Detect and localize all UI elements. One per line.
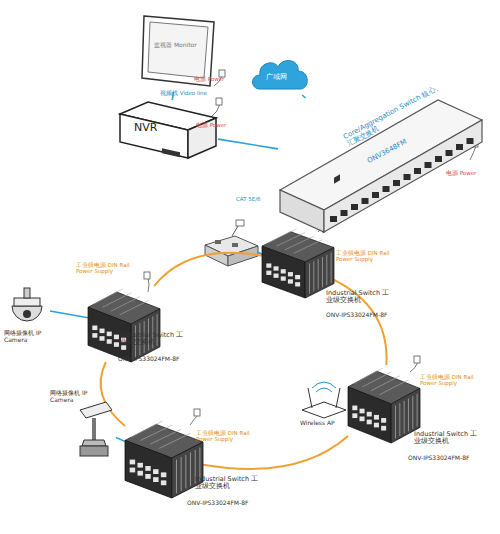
annotation-label: 工业级电源 DIN Rail Power Supply: [336, 250, 396, 263]
nvr-recorder-outline: [118, 100, 218, 162]
industrial-switch-outline: [262, 226, 334, 298]
annotation-label: 工业级电源 DIN Rail Power Supply: [196, 430, 256, 443]
node-label: 监视器 Monitor: [154, 42, 202, 49]
node-label: Wireless AP: [300, 420, 352, 427]
node-label: NVR: [134, 122, 174, 135]
core-switch: Core/Aggregation Switch 核心、汇聚交换机ONV3648F…: [278, 98, 483, 233]
wireless-ap-outline: [298, 380, 350, 424]
network-cable: [302, 95, 305, 98]
fiber-ring-link: [154, 253, 262, 286]
annotation-label: 工业级电源 DIN Rail Power Supply: [76, 262, 136, 275]
annotation-label: 工业级电源 DIN Rail Power Supply: [420, 374, 480, 387]
bullet-camera: 网络摄像机 IP Camera: [76, 400, 116, 458]
model-number: ONV-IPS33024FM-8F: [408, 455, 498, 462]
plc-device: [205, 220, 268, 266]
network-cable: [50, 311, 88, 318]
annotation-label: CAT 5E/6: [236, 196, 276, 202]
model-number: ONV-IPS33024FM-8F: [118, 356, 208, 363]
node-label: Industrial Switch 工业级交换机: [195, 476, 265, 491]
industrial-switch-outline: [348, 365, 420, 443]
wan-cloud: 广域网: [250, 55, 310, 95]
industrial-switch-outline: [88, 286, 160, 362]
annotation-label: 电源 Power: [196, 122, 232, 128]
node-label: Industrial Switch 工业级交换机: [120, 332, 188, 347]
bullet-camera-outline: [76, 400, 116, 458]
network-cable: [116, 438, 125, 442]
dome-camera-outline: [4, 286, 50, 328]
fiber-ring-link: [101, 362, 125, 426]
node-label: Industrial Switch 工业级交换机: [414, 431, 484, 446]
model-number: ONV-IPS33024FM-8F: [187, 500, 277, 507]
model-number: ONV-IPS33024FM-8F: [326, 312, 416, 319]
node-label: 广域网: [266, 73, 306, 81]
annotation-label: 电源 Power: [194, 76, 230, 82]
node-label: 网络摄像机 IP Camera: [4, 330, 60, 344]
dome-camera: 网络摄像机 IP Camera: [4, 286, 50, 328]
industrial-switch-outline: [125, 418, 203, 498]
network-cable: [218, 139, 278, 149]
industrial-switch: Industrial Switch 工业级交换机ONV-IPS33024FM-8…: [348, 365, 420, 443]
nvr-recorder: NVR: [118, 100, 218, 162]
industrial-switch: Industrial Switch 工业级交换机ONV-IPS33024FM-8…: [262, 226, 334, 298]
node-label: Industrial Switch 工业级交换机: [326, 290, 396, 305]
wireless-ap: Wireless AP: [298, 380, 350, 424]
industrial-switch: Industrial Switch 工业级交换机ONV-IPS33024FM-8…: [125, 418, 203, 498]
industrial-switch: Industrial Switch 工业级交换机ONV-IPS33024FM-8…: [88, 286, 160, 362]
node-label: 网络摄像机 IP Camera: [50, 390, 108, 404]
annotation-label: 电源 Power: [446, 170, 482, 176]
annotation-label: 视频线 Video line: [160, 90, 210, 96]
